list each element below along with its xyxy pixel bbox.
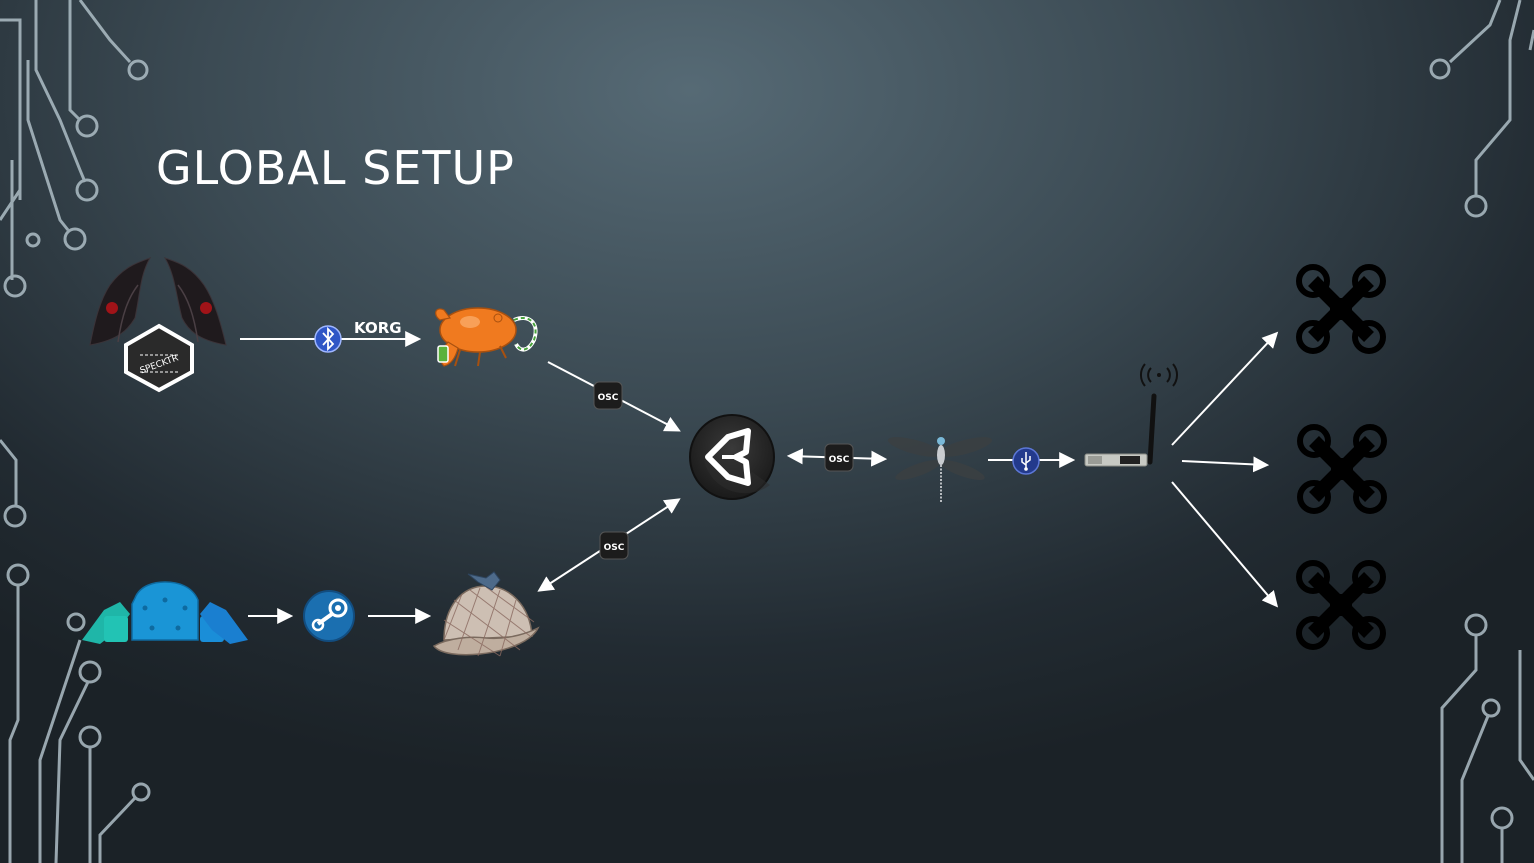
circuit-decoration-right <box>1429 0 1534 863</box>
steam-icon <box>303 590 355 642</box>
osc-badge: OSC <box>824 443 854 472</box>
dragonfly-icon <box>887 437 993 503</box>
bluetooth-icon <box>314 325 342 353</box>
radio-dongle-icon <box>1084 363 1178 467</box>
usb-icon <box>1012 447 1040 475</box>
edge-radio-drone1 <box>1171 331 1279 446</box>
slide-title: GLOBAL SETUP <box>156 141 515 195</box>
osc-badge: OSC <box>593 381 623 410</box>
edge-radio-drone3 <box>1171 481 1279 608</box>
svg-text:OSC: OSC <box>829 455 850 465</box>
vr-gloves-icon: SPECKTR <box>89 256 227 393</box>
htc-vive-icon <box>82 581 248 644</box>
unity-logo-icon <box>689 414 775 500</box>
edge-radio-drone2 <box>1181 456 1270 473</box>
drone-icon <box>1296 264 1386 354</box>
deerstalker-hat-icon <box>432 571 540 657</box>
circuit-decoration-left <box>0 0 151 863</box>
korg-crab-app-icon <box>435 307 538 367</box>
korg-label: KORG <box>354 319 402 337</box>
drone-icon <box>1297 424 1387 514</box>
osc-badge: OSC <box>599 531 629 560</box>
svg-text:OSC: OSC <box>604 543 625 553</box>
drone-icon <box>1296 560 1386 650</box>
svg-text:OSC: OSC <box>598 393 619 403</box>
